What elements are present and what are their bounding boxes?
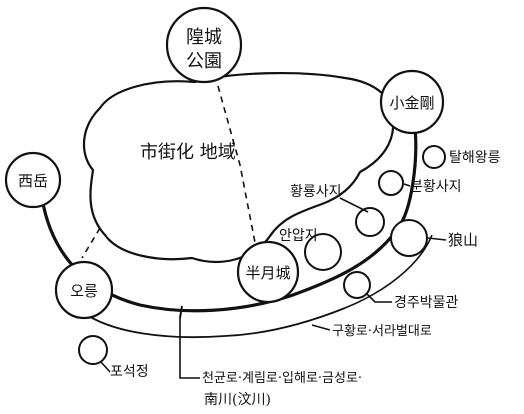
- leader-bunhwangsa: [403, 183, 411, 187]
- bunhwangsa-circle: [378, 170, 404, 196]
- dashed-link-park: [217, 85, 259, 259]
- leader-nangsan: [427, 237, 447, 241]
- wolseong-circle: [236, 240, 300, 304]
- river-label: 南川(汶川): [204, 391, 271, 408]
- outer-road-east: [344, 234, 433, 309]
- north-mountain-circle: [379, 69, 445, 135]
- leader-old-road: [311, 324, 331, 331]
- old-road-label: 구황로·서라벌대로: [332, 324, 432, 339]
- urbanized-zone: [82, 71, 395, 263]
- anapji-label: 안압지: [279, 228, 318, 244]
- obong-label: 오릉: [70, 282, 98, 300]
- west-mountain-label: 西岳: [18, 172, 48, 190]
- west-mountain-circle: [4, 151, 62, 209]
- leader-poseokjeong: [100, 361, 111, 373]
- talhae-label: 탈해왕릉: [449, 150, 501, 166]
- poseokjeong-circle: [78, 335, 108, 365]
- poseokjeong-label: 포석정: [110, 364, 149, 380]
- hwangnyongsa-label: 황룡사지: [290, 184, 342, 200]
- dashed-link-west: [81, 227, 101, 259]
- nangsan-circle: [390, 219, 428, 257]
- museum-circle: [343, 271, 371, 299]
- talhae-circle: [422, 145, 446, 169]
- leader-museum: [365, 292, 392, 303]
- park-label-top: 隍城: [186, 27, 222, 48]
- nangsan-label: 狼山: [448, 231, 478, 249]
- park-label-bottom: 公園: [186, 51, 222, 72]
- hwangnyongsa-circle: [355, 207, 385, 237]
- outer-road: [79, 307, 346, 339]
- urbanized-zone-label: 市街化 地域: [140, 142, 236, 163]
- leader-hwangnyongsa: [339, 197, 369, 213]
- obong-circle: [54, 260, 114, 320]
- park-circle: [165, 6, 243, 84]
- bunhwangsa-label: 분황사지: [410, 179, 462, 195]
- streets-label: 천균로·계림로·입해로·금성로·: [202, 371, 362, 386]
- street-stub: [179, 305, 183, 319]
- museum-label: 경주박물관: [394, 295, 459, 311]
- leader-streets: [179, 318, 200, 379]
- anapji-circle: [304, 233, 342, 271]
- north-mountain-label: 小金剛: [389, 94, 434, 112]
- wolseong-label: 半月城: [245, 264, 290, 282]
